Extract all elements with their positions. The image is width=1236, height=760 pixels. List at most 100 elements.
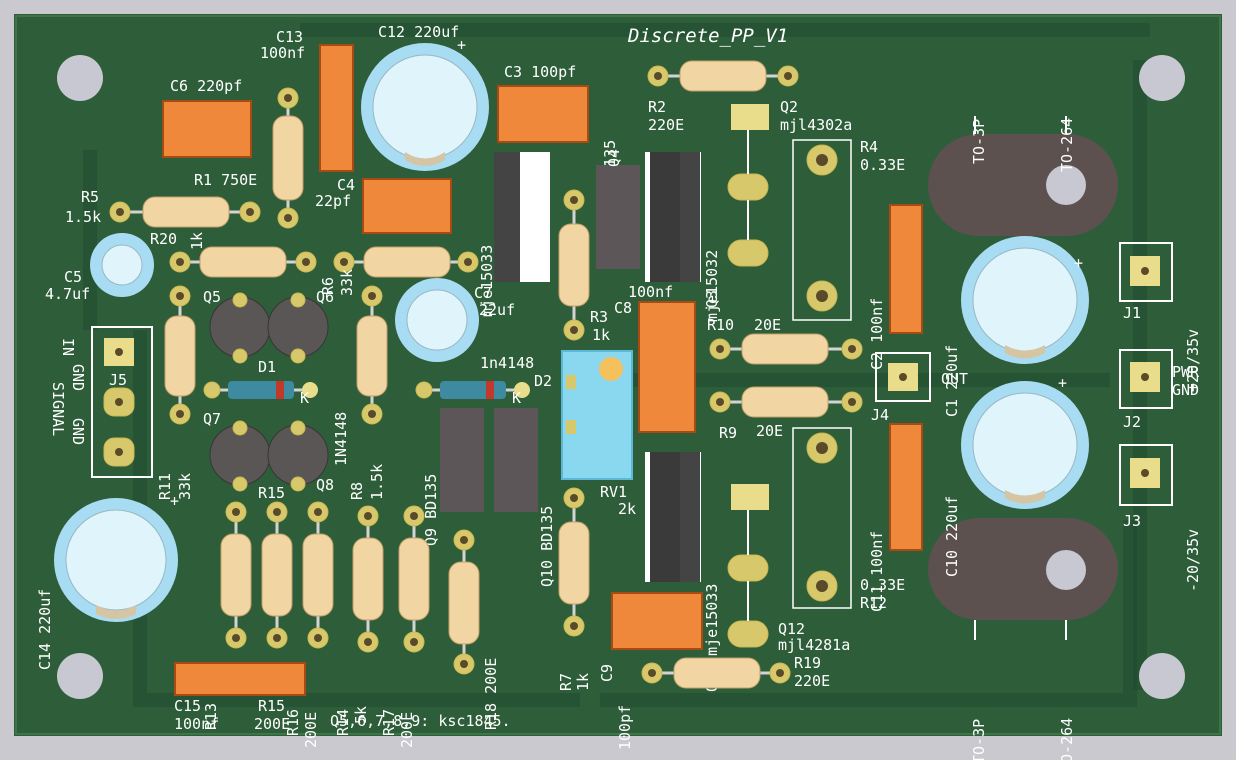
mounting-hole-tl [57,55,103,101]
label-r15-bottom-value: 200E [254,715,290,733]
capacitor-c4 [362,178,452,234]
label-q5: Q5 [203,288,221,306]
capacitor-c5 [90,233,154,297]
capacitor-c13 [319,44,354,172]
label-note: Q5,6,7,8,9: ksc1845. [330,712,511,730]
label-d1-k: K [300,389,309,407]
label-c8: C8 [614,299,632,317]
heatsink-top [928,134,1118,236]
board-edge [15,15,1221,735]
label-d2-k: K [512,389,521,407]
label-in: IN [59,338,77,356]
label-q2-value: mjl4302a [780,116,852,134]
label-pwr-gnd: GND [1172,381,1199,399]
label-out: OUT [941,370,968,388]
label-r18: R18 200E [482,658,500,730]
label-c7: C7 [474,284,492,302]
label-to3p-top: TO-3P [970,119,988,164]
label-r15-bottom: R15 [258,697,285,715]
label-1n4148-left: 1N4148 [332,412,350,466]
capacitor-c1 [961,236,1089,364]
label-plus20: +20/35v [1184,329,1202,392]
resistor-r7 [558,487,590,637]
resistor-r14 [352,505,384,653]
label-c14-plus: + [170,492,179,510]
transistor-mje15032 [645,152,701,282]
transistor-q5 [209,292,271,364]
label-c1: C1 220uf [943,345,961,417]
label-r4: R4 [860,138,878,156]
label-c10-plus: + [1058,374,1067,392]
label-q6: Q6 [316,288,334,306]
label-to264-bottom: TO-264 [1058,718,1076,760]
label-c4: C4 [337,176,355,194]
transistor-q12-pads [727,484,769,648]
resistor-r10 [709,333,863,365]
label-rv1-value: 2k [618,500,636,518]
label-c13-value: 100nf [260,44,305,62]
label-gnd-1: GND [69,364,87,391]
resistor-r13 [220,501,252,649]
label-c13: C13 [276,28,303,46]
label-r19-value: 220E [794,672,830,690]
capacitor-c12 [361,43,489,171]
label-q2: Q2 [780,98,798,116]
transistor-mje15033-top [494,152,550,282]
label-c12: C12 220uf [378,23,459,41]
label-c5-value: 4.7uf [45,285,90,303]
resistor-r11 [164,285,196,425]
label-q3: Q3 [703,290,721,308]
label-q4: Q4 [605,149,623,167]
transistor-q7 [209,420,271,492]
label-r11: R11 [156,473,174,500]
connector-j3 [1119,444,1173,506]
label-r6: R6 [319,277,337,295]
label-r2: R2 [648,98,666,116]
label-r17: R17 [380,709,398,736]
label-r20: R20 [150,230,177,248]
label-r12-value: 0.33E [860,576,905,594]
label-r7: R7 [557,673,575,691]
label-r3-value: 1k [592,326,610,344]
label-c14: C14 220uf [36,589,54,670]
label-r16-value: 200E [302,712,320,748]
label-c15: C15 [174,697,201,715]
resistor-r4 [792,139,852,321]
resistor-r5 [109,196,261,228]
label-r8: R8 [348,482,366,500]
resistor-r12 [792,427,852,609]
label-mje15032: mje15032 [703,250,721,322]
capacitor-c15 [174,662,306,696]
label-r15-top: R15 [258,484,285,502]
resistor-r6 [333,246,479,278]
label-c2: C2 100nf [868,298,886,370]
label-q12: Q12 [778,620,805,638]
resistor-r9 [709,386,863,418]
label-r16: R16 [284,709,302,736]
transistor-q2-pads [727,104,769,267]
label-r5: R5 [81,188,99,206]
connector-j5 [91,326,153,478]
capacitor-c14 [54,498,178,622]
resistor-r8 [356,285,388,425]
resistor-r16 [302,501,334,649]
mounting-hole-br [1139,653,1185,699]
label-r14: R14 [334,709,352,736]
label-c15-value: 100nf [174,715,219,733]
capacitor-c6 [162,100,252,158]
label-c3: C3 100pf [504,63,576,81]
label-r5-value: 1.5k [65,208,101,226]
label-r8-value: 1.5k [368,464,386,500]
transistor-q10 [494,408,538,512]
label-d2: D2 [534,372,552,390]
label-r3: R3 [590,308,608,326]
label-c10: C10 220uf [943,496,961,577]
label-j4: J4 [871,406,889,424]
label-c6: C6 220pf [170,77,242,95]
label-minus20: -20/35v [1184,529,1202,592]
label-to264-top: TO-264 [1058,118,1076,172]
label-r17-value: 200E [398,712,416,748]
label-d1: D1 [258,358,276,376]
label-q10: Q10 BD135 [538,506,556,587]
label-r9: R9 [719,424,737,442]
